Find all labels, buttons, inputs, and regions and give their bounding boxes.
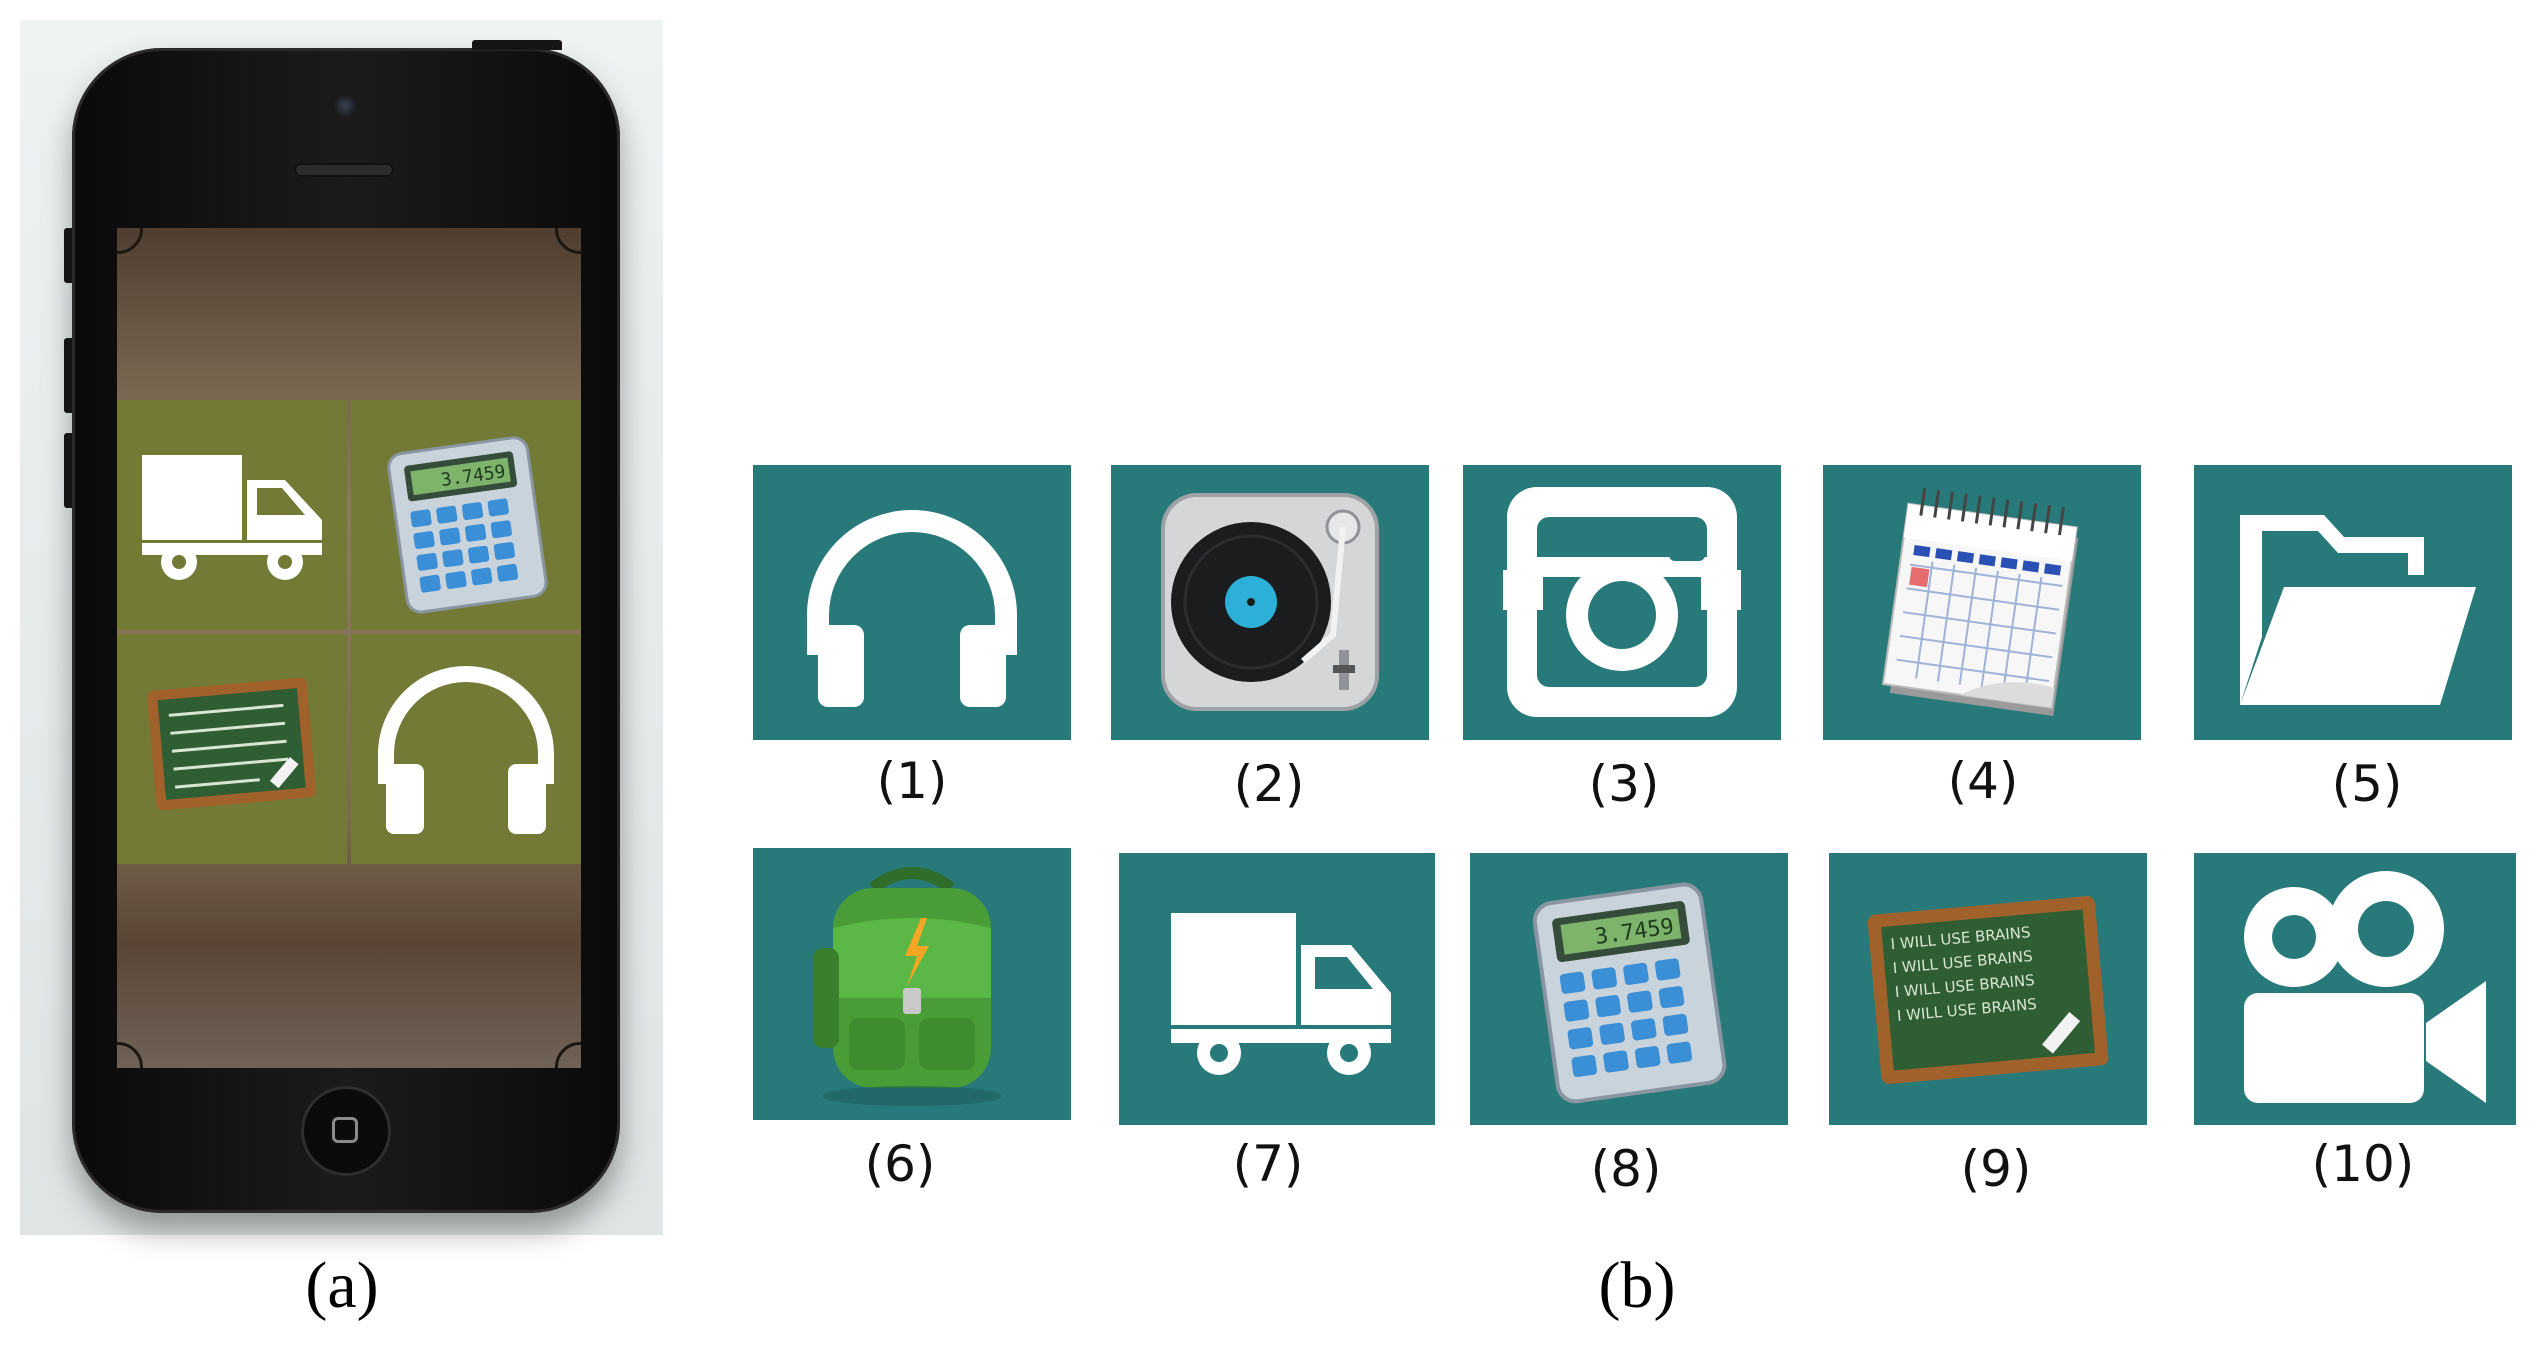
icon-tile-10[interactable]: [2194, 853, 2516, 1125]
chalkboard-icon: [147, 677, 316, 811]
icon-tile-1[interactable]: [753, 465, 1071, 740]
icon-number-9: (9): [1960, 1140, 2032, 1198]
screen-corner-ornament: [117, 228, 143, 254]
calculator-icon: 3.7459: [1532, 882, 1727, 1104]
truck-icon: [1171, 913, 1391, 1075]
app-grid: 3.7459: [117, 400, 581, 864]
screen-corner-ornament: [117, 1042, 143, 1068]
backpack-icon: [813, 867, 1002, 1106]
icon-number-7: (7): [1232, 1135, 1304, 1193]
icon-number-4: (4): [1947, 752, 2019, 810]
app-tile-headphones[interactable]: [351, 634, 581, 864]
front-camera: [334, 95, 356, 117]
panel-label-a: (a): [305, 1249, 379, 1322]
volume-up-button[interactable]: [64, 338, 72, 413]
icon-number-1: (1): [876, 752, 948, 810]
home-button[interactable]: [301, 1086, 391, 1176]
app-tile-chalkboard[interactable]: [117, 634, 347, 864]
phone-screen: 3.7459: [117, 228, 581, 1068]
icon-tile-8[interactable]: 3.7459: [1470, 853, 1788, 1125]
screen-corner-ornament: [555, 1042, 581, 1068]
folder-icon: [2240, 515, 2476, 705]
turntable-icon: [1161, 493, 1379, 711]
icon-number-2: (2): [1233, 755, 1305, 813]
headphones-icon: [807, 510, 1017, 707]
home-button-square-icon: [332, 1117, 358, 1143]
power-button[interactable]: [472, 40, 562, 50]
app-tile-truck[interactable]: [117, 400, 347, 630]
video-camera-icon: [2244, 871, 2486, 1103]
icon-tile-6[interactable]: [753, 848, 1071, 1120]
icon-tile-2[interactable]: [1111, 465, 1429, 740]
panel-label-b: (b): [1598, 1249, 1676, 1322]
icon-number-3: (3): [1588, 755, 1660, 813]
calendar-icon: [1881, 487, 2079, 716]
icon-tile-9[interactable]: I WILL USE BRAINS I WILL USE BRAINS I WI…: [1829, 853, 2147, 1125]
app-tile-calculator[interactable]: 3.7459: [351, 400, 581, 630]
icon-tile-3[interactable]: [1463, 465, 1781, 740]
icon-tile-7[interactable]: [1119, 853, 1435, 1125]
headphones-icon: [378, 666, 554, 834]
icon-number-5: (5): [2331, 755, 2403, 813]
icon-tile-4[interactable]: [1823, 465, 2141, 740]
screen-corner-ornament: [555, 228, 581, 254]
volume-down-button[interactable]: [64, 433, 72, 508]
earpiece-speaker: [294, 163, 394, 177]
calculator-icon: 3.7459: [387, 436, 548, 614]
icon-number-10: (10): [2311, 1135, 2415, 1193]
mute-switch: [64, 228, 72, 283]
icon-number-6: (6): [864, 1135, 936, 1193]
truck-icon: [142, 455, 322, 580]
instagram-camera-icon: [1503, 487, 1741, 717]
phone-device: 3.7459: [64, 40, 620, 1213]
icon-number-8: (8): [1590, 1140, 1662, 1198]
icon-tile-5[interactable]: [2194, 465, 2512, 740]
chalkboard-icon: I WILL USE BRAINS I WILL USE BRAINS I WI…: [1867, 896, 2109, 1084]
phone-mockup-panel: 3.7459: [20, 20, 663, 1235]
